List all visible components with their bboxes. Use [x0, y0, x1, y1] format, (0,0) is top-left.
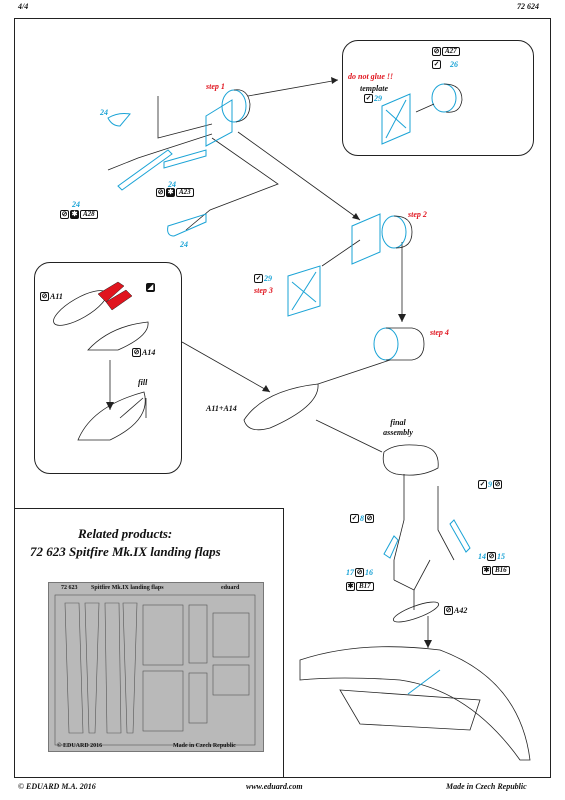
bend-icon: ✓	[350, 514, 359, 523]
remove-icon: ⊘	[365, 514, 374, 523]
footer-website[interactable]: www.eduard.com	[246, 782, 303, 791]
photo-etch-fret: 72 623 Spitfire Mk.IX landing flaps edua…	[48, 582, 264, 752]
page-number: 4/4	[18, 2, 29, 11]
callout-29-template: ✓ 29	[364, 94, 382, 103]
fret-name: Spitfire Mk.IX landing flaps	[91, 585, 164, 591]
sand-icon: ✱	[482, 566, 491, 575]
final-assembly-label: final assembly	[383, 418, 413, 437]
subassembly-inset-panel	[34, 262, 182, 474]
remove-icon: ⊘	[156, 188, 165, 197]
sand-icon: ✱	[166, 188, 175, 197]
callout-a23: ⊘ ✱ A23	[156, 188, 194, 197]
callout-9: ✓ 9 ⊘	[478, 480, 502, 489]
remove-icon: ⊘	[444, 606, 453, 615]
remove-icon: ⊘	[60, 210, 69, 219]
remove-icon: ⊘	[132, 348, 141, 357]
callout-a11: ⊘ A11	[40, 292, 63, 301]
part-24-mid: 24	[168, 180, 176, 189]
part-24-top: 24	[100, 108, 108, 117]
callout-b16: ✱ B16	[482, 566, 510, 575]
fret-parts	[54, 594, 256, 746]
bend-icon: ✓	[364, 94, 373, 103]
bend-icon: ✓	[254, 274, 263, 283]
related-products-box	[14, 508, 284, 778]
callout-b17: ✱ B17	[346, 582, 374, 591]
step-3-label: step 3	[254, 286, 273, 295]
fret-copyright: © EDUARD 2016	[57, 743, 103, 749]
sand-icon: ✱	[70, 210, 79, 219]
callout-a27: ⊘ A27	[432, 47, 460, 56]
callout-a14: ⊘ A14	[132, 348, 156, 357]
fret-brand: eduard	[221, 585, 240, 591]
paint-icon: ◢	[146, 283, 155, 292]
product-code: 72 624	[517, 2, 539, 11]
fret-code: 72 623	[61, 585, 78, 591]
footer-copyright: © EDUARD M.A. 2016	[18, 782, 96, 791]
callout-14-15: 14 ⊘ 15	[478, 552, 505, 561]
callout-26: ✓ 26	[432, 60, 458, 69]
step-4-label: step 4	[430, 328, 449, 337]
related-heading: Related products:	[78, 526, 173, 541]
fret-origin: Made in Czech Republic	[173, 743, 236, 749]
related-product-name: 72 623 Spitfire Mk.IX landing flaps	[30, 544, 221, 559]
fill-label: fill	[138, 378, 148, 387]
part-24-bottom: 24	[180, 240, 188, 249]
remove-icon: ⊘	[487, 552, 496, 561]
remove-icon: ⊘	[493, 480, 502, 489]
remove-icon: ⊘	[432, 47, 441, 56]
callout-a28: ⊘ ✱ A28	[60, 210, 98, 219]
remove-icon: ⊘	[40, 292, 49, 301]
callout-8: ✓ 8 ⊘	[350, 514, 374, 523]
template-inset-panel	[342, 40, 534, 156]
step-1-label: step 1	[206, 82, 225, 91]
bend-icon: ✓	[432, 60, 441, 69]
callout-17-16: 17 ⊘ 16	[346, 568, 373, 577]
sand-icon: ✱	[346, 582, 355, 591]
callout-29-step3: ✓ 29	[254, 274, 272, 283]
do-not-glue-label: do not glue !!	[348, 72, 394, 81]
callout-a42: ⊘ A42	[444, 606, 468, 615]
part-24-left: 24	[72, 200, 80, 209]
template-label: template	[360, 84, 388, 93]
a11-a14-label: A11+A14	[206, 404, 237, 413]
footer-origin: Made in Czech Republic	[446, 782, 527, 791]
bend-icon: ✓	[478, 480, 487, 489]
remove-icon: ⊘	[355, 568, 364, 577]
step-2-label: step 2	[408, 210, 427, 219]
page-frame	[14, 18, 551, 778]
